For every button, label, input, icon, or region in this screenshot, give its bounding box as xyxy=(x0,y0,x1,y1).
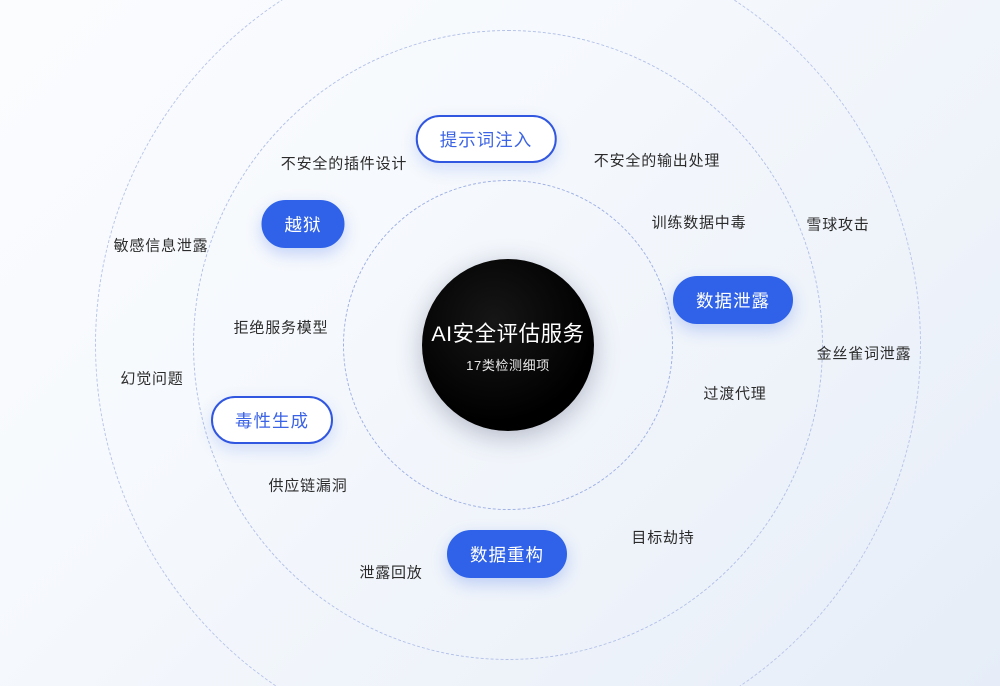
risk-label: 训练数据中毒 xyxy=(651,214,747,232)
risk-label: 目标劫持 xyxy=(631,529,695,547)
risk-label: 雪球攻击 xyxy=(806,216,870,234)
risk-label: 敏感信息泄露 xyxy=(113,237,209,255)
risk-label: 幻觉问题 xyxy=(120,370,184,388)
core-subtitle: 17类检测细项 xyxy=(466,357,550,373)
risk-label: 不安全的插件设计 xyxy=(280,155,408,173)
risk-pill[interactable]: 提示词注入 xyxy=(415,115,557,163)
risk-pill[interactable]: 数据重构 xyxy=(447,530,567,578)
risk-label: 不安全的输出处理 xyxy=(593,152,721,170)
core-title: AI安全评估服务 xyxy=(431,321,585,346)
risk-label: 泄露回放 xyxy=(359,564,423,582)
risk-label: 金丝雀词泄露 xyxy=(816,345,912,363)
risk-label: 过渡代理 xyxy=(703,385,767,403)
core-circle: AI安全评估服务 17类检测细项 xyxy=(422,259,594,431)
risk-pill[interactable]: 越狱 xyxy=(261,200,345,248)
risk-label: 拒绝服务模型 xyxy=(233,319,329,337)
risk-pill[interactable]: 毒性生成 xyxy=(211,396,333,444)
risk-label: 供应链漏洞 xyxy=(268,477,348,495)
risk-pill[interactable]: 数据泄露 xyxy=(673,276,793,324)
